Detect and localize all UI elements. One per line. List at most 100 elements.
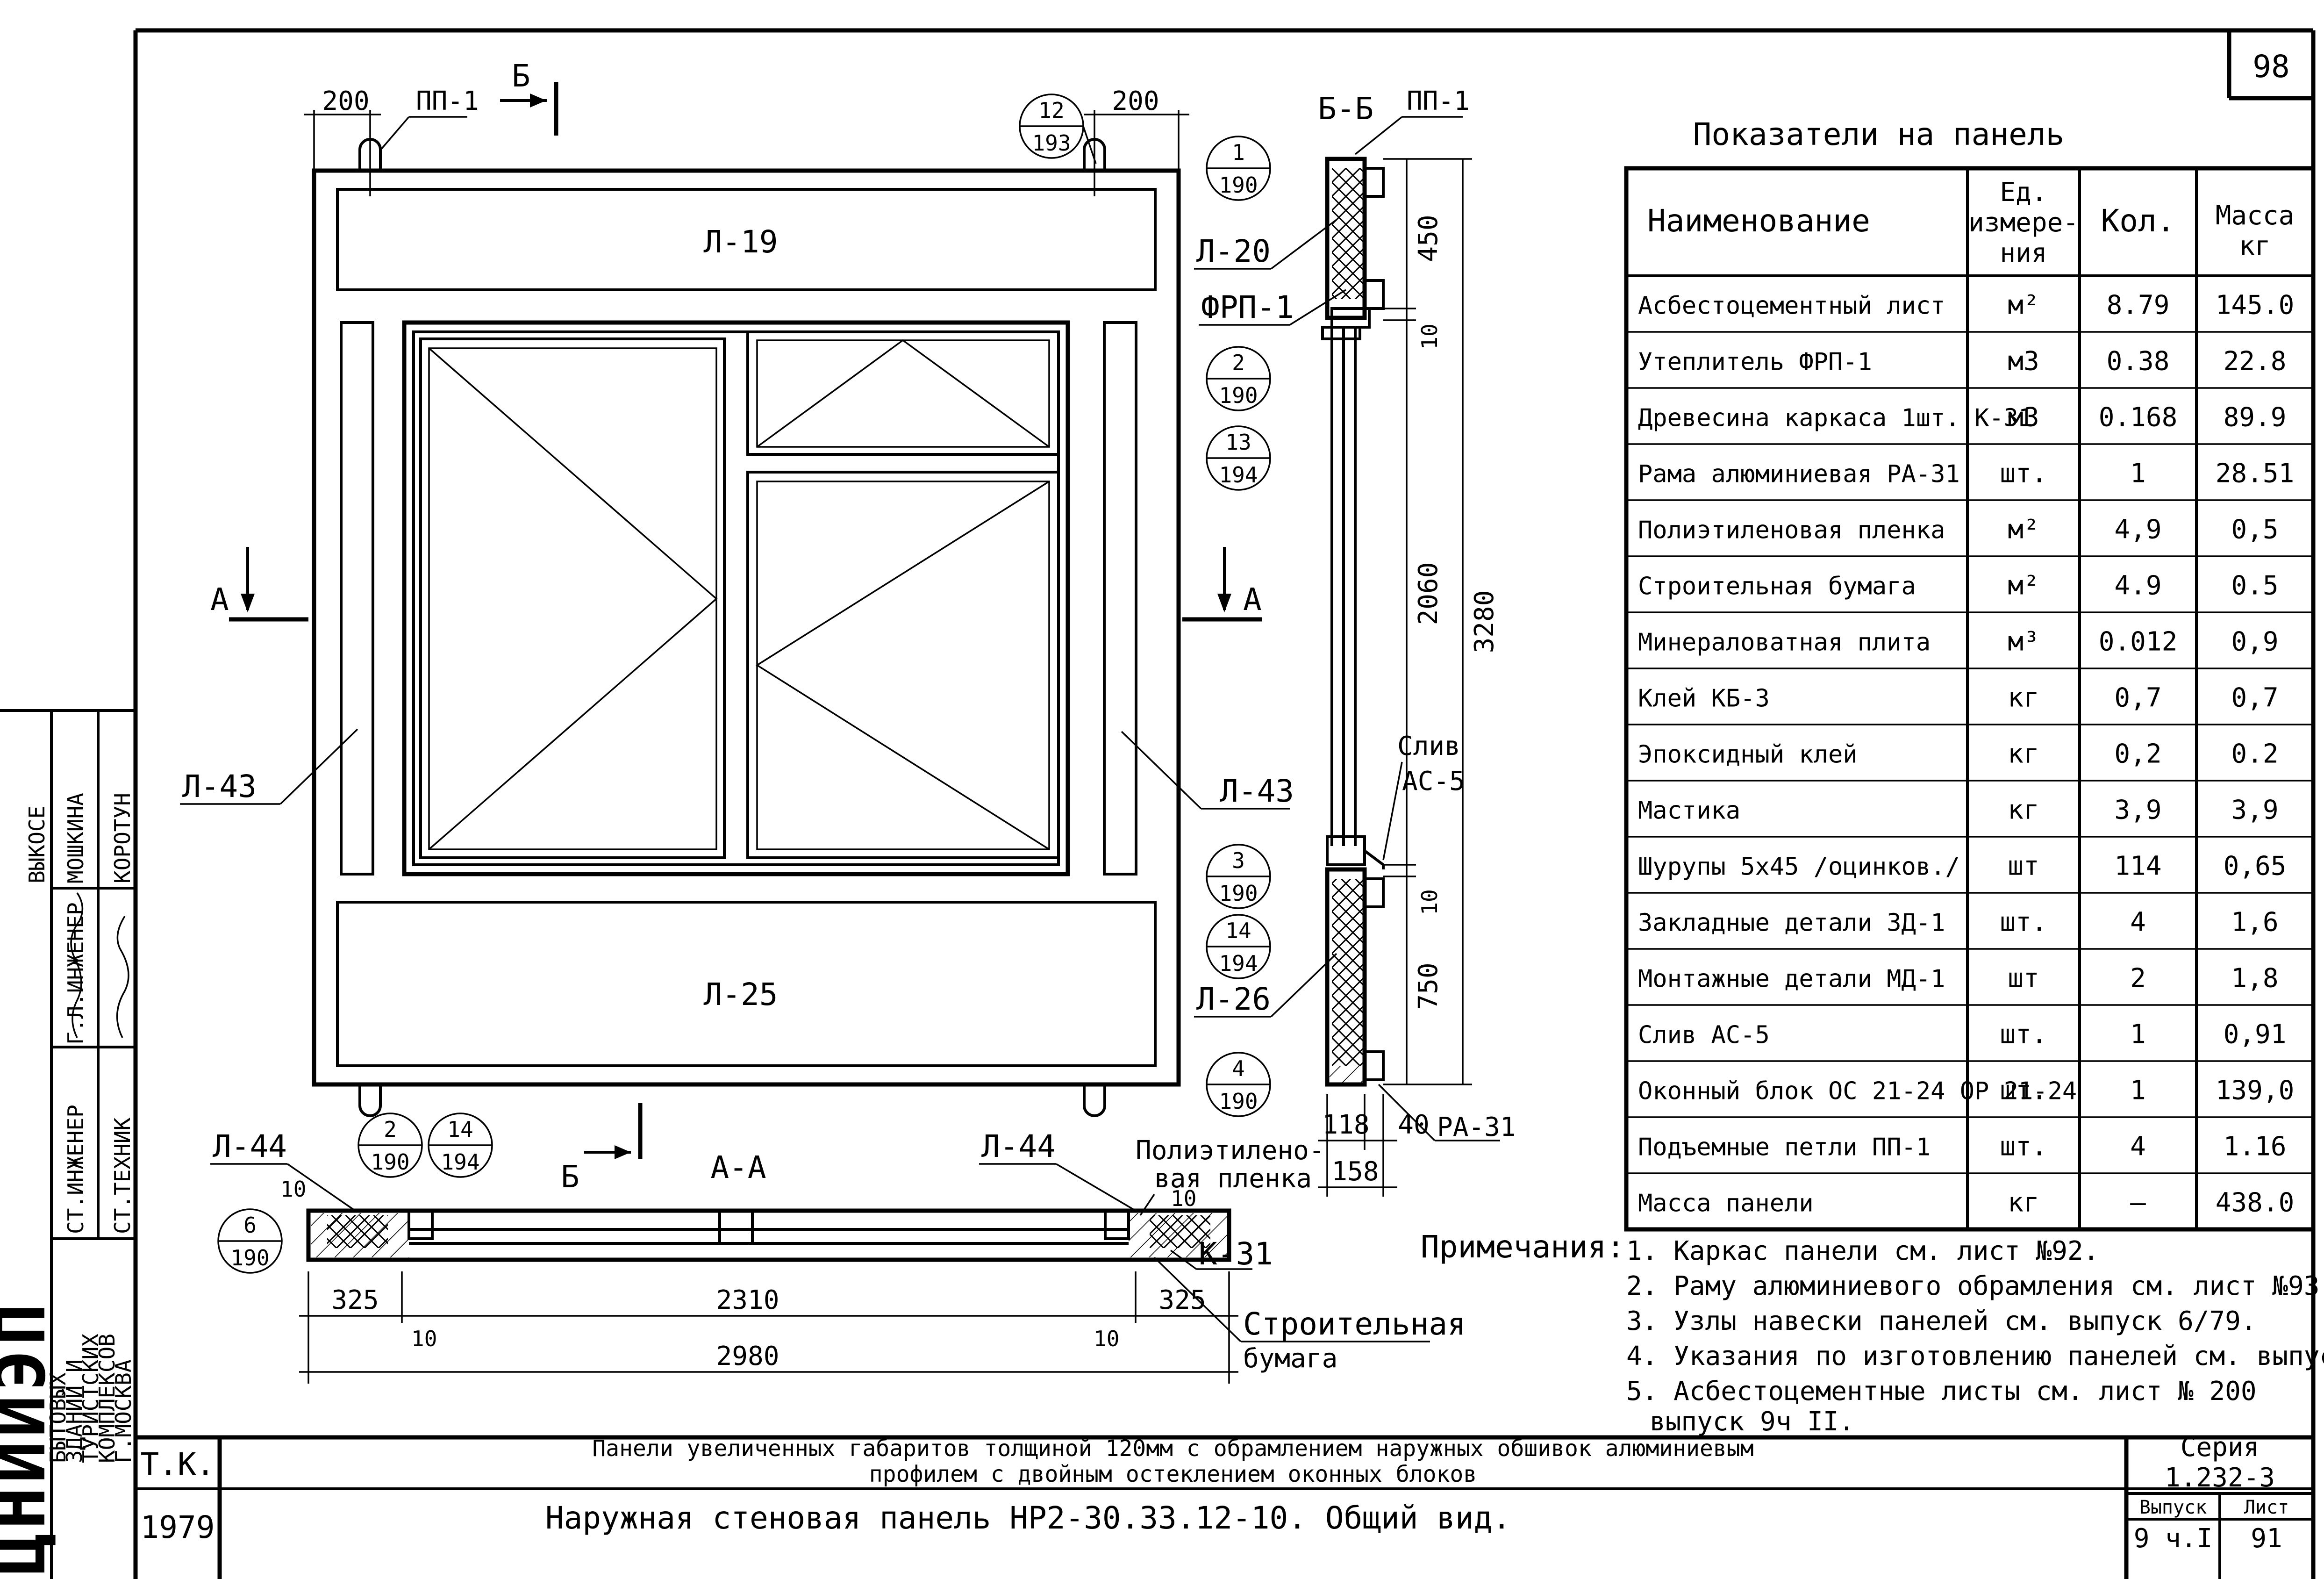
dim-2980: 2980 [716,1341,779,1371]
role-st-engineer: СТ.ИНЖЕНЕР [63,1105,88,1234]
panel-l19 [336,188,1157,291]
title-year: 1979 [141,1509,215,1545]
note-4: 4. Указания по изготовлению панелей см. … [1626,1341,2324,1371]
table-cell-qty: 0.38 [2107,346,2170,377]
table-cell-name: Рама алюминиевая РА-31 [1638,460,1960,488]
dim-200-right: 200 [1112,86,1159,116]
note-1: 1. Каркас панели см. лист №92. [1626,1236,2099,1266]
callout-top: 1 [1232,140,1245,165]
table-cell-name: Строительная бумага [1638,573,1916,601]
callout-bottom: 190 [1219,881,1258,906]
callout-bottom: 194 [1219,951,1258,976]
table-cell-qty: 0.012 [2099,627,2178,657]
table-cell-mass: 1,6 [2231,907,2278,938]
label-l19: Л-19 [704,224,778,260]
note-3: 3. Узлы навески панелей см. выпуск 6/79. [1626,1306,2257,1336]
header-mass-1: Масса [2216,201,2295,231]
table-cell-qty: 4 [2130,1132,2146,1162]
dim-450: 450 [1413,215,1444,262]
role-st-technician: СТ.ТЕХНИК [110,1117,135,1234]
table-cell-unit: шт. [2000,1019,2047,1050]
elevation-view: Л-19 Л-25 200 [180,58,1294,1195]
page-number: 98 [2252,49,2289,85]
org-logo: ЦНИИЭП [0,1299,61,1575]
table-cell-qty: 4.9 [2114,571,2161,601]
callout-top: 13 [1225,430,1251,455]
table-cell-mass: 1.16 [2224,1132,2287,1162]
label-l44-right: Л-44 [981,1128,1056,1164]
table-cell-qty: 1 [2130,459,2146,489]
sash-left [419,337,726,859]
table-cell-unit: м3 [2008,402,2039,433]
table-cell-qty: 2 [2130,963,2146,994]
title-code: Т.К. [141,1446,215,1482]
header-unit-1: Ед. [2000,177,2047,208]
table-cell-mass: 0,9 [2231,627,2278,657]
callout-1-190: 1 190 [1206,136,1271,201]
table-cell-name: Слив АС-5 [1638,1021,1770,1049]
table-cell-mass: 139,0 [2216,1076,2295,1106]
org-line: ТУРИСТСКИХ [78,1334,103,1463]
table-cell-unit: шт. [2000,907,2047,938]
table-cell-name: Эпоксидный клей [1638,741,1858,769]
note-5: 5. Асбестоцементные листы см. лист № 200 [1626,1376,2257,1407]
table-cell-qty: 4,9 [2114,515,2161,545]
callout-bottom: 194 [441,1149,479,1175]
dim-10: 10 [280,1177,306,1202]
name-moshkina: МОШКИНА [63,793,88,883]
org-line: Г.МОСКВА [111,1359,136,1463]
section-letter: Б [512,58,530,94]
table-cell-qty: 114 [2114,851,2161,882]
dim-10: 10 [1094,1326,1119,1351]
lift-loop-bottom-left [358,1084,382,1117]
table-cell-unit: шт [2008,963,2039,994]
table-cell-unit: кг [2008,795,2039,825]
name-korotun: КОРОТУН [110,793,135,883]
issue-label: Выпуск [2139,1497,2207,1518]
label-k31: К-31 [1199,1236,1273,1272]
callout-2-190: 2 190 [1206,346,1271,411]
table-cell-qty: 8.79 [2107,290,2170,321]
org-line: БЫТОВЫХ [45,1372,71,1463]
table-cell-unit: шт. [2000,1076,2047,1106]
panel-l43-left [340,321,374,876]
table-cell-mass: 0,7 [2231,683,2278,713]
title-block: Т.К. 1979 Панели увеличенных габаритов т… [136,1432,2313,1579]
callout-top: 14 [1225,918,1251,943]
dim-2060: 2060 [1413,562,1444,625]
header-qty: Кол. [2101,203,2175,239]
table-cell-qty: 4 [2130,907,2146,938]
table-cell-mass: 0,5 [2231,515,2278,545]
table-cell-qty: — [2130,1188,2146,1218]
lift-loop-bottom-right [1083,1084,1106,1117]
callout-6-190: 6 190 [217,1208,283,1274]
section-letter: Б [561,1159,579,1195]
indicators-table: Показатели на панель Наименование Ед. из… [1624,116,2316,1232]
issue-value: 9 ч.I [2134,1523,2213,1554]
sash-bottom-right [746,471,1060,859]
callout-bottom: 194 [1219,462,1258,488]
callout-top: 2 [384,1117,397,1142]
panel-l43-right [1103,321,1137,876]
dim-2310: 2310 [716,1285,779,1315]
table-cell-name: Оконный блок ОС 21-24 ОР 21-24 [1638,1077,2077,1105]
label-l25: Л-25 [704,976,778,1012]
table-cell-mass: 28.51 [2216,459,2295,489]
header-mass-2: кг [2239,231,2270,261]
dim-40: 40 [1398,1110,1429,1140]
callout-top: 6 [243,1213,257,1238]
table-cell-mass: 1,8 [2231,963,2278,994]
table-cell-mass: 3,9 [2231,795,2278,825]
table-cell-name: Монтажные детали МД-1 [1638,965,1945,993]
table-cell-name: Мастика [1638,797,1740,825]
header-unit-2: измере- [1968,208,2079,238]
title-line-2: профилем с двойным остеклением оконных б… [869,1461,1477,1487]
section-mark-a-left: А [210,547,308,622]
org-block: БЫТОВЫХ ЗДАНИЙ И ТУРИСТСКИХ КОМПЛЕКСОВ Г… [45,1334,136,1463]
org-line: КОМПЛЕКСОВ [94,1334,120,1463]
section-letter: А [1243,581,1262,617]
table-cell-unit: м³ [2008,627,2039,657]
callout-4-190: 4 190 [1206,1052,1271,1117]
table-cell-name: Масса панели [1638,1190,1814,1218]
section-mark-b-bottom: Б [561,1103,643,1195]
